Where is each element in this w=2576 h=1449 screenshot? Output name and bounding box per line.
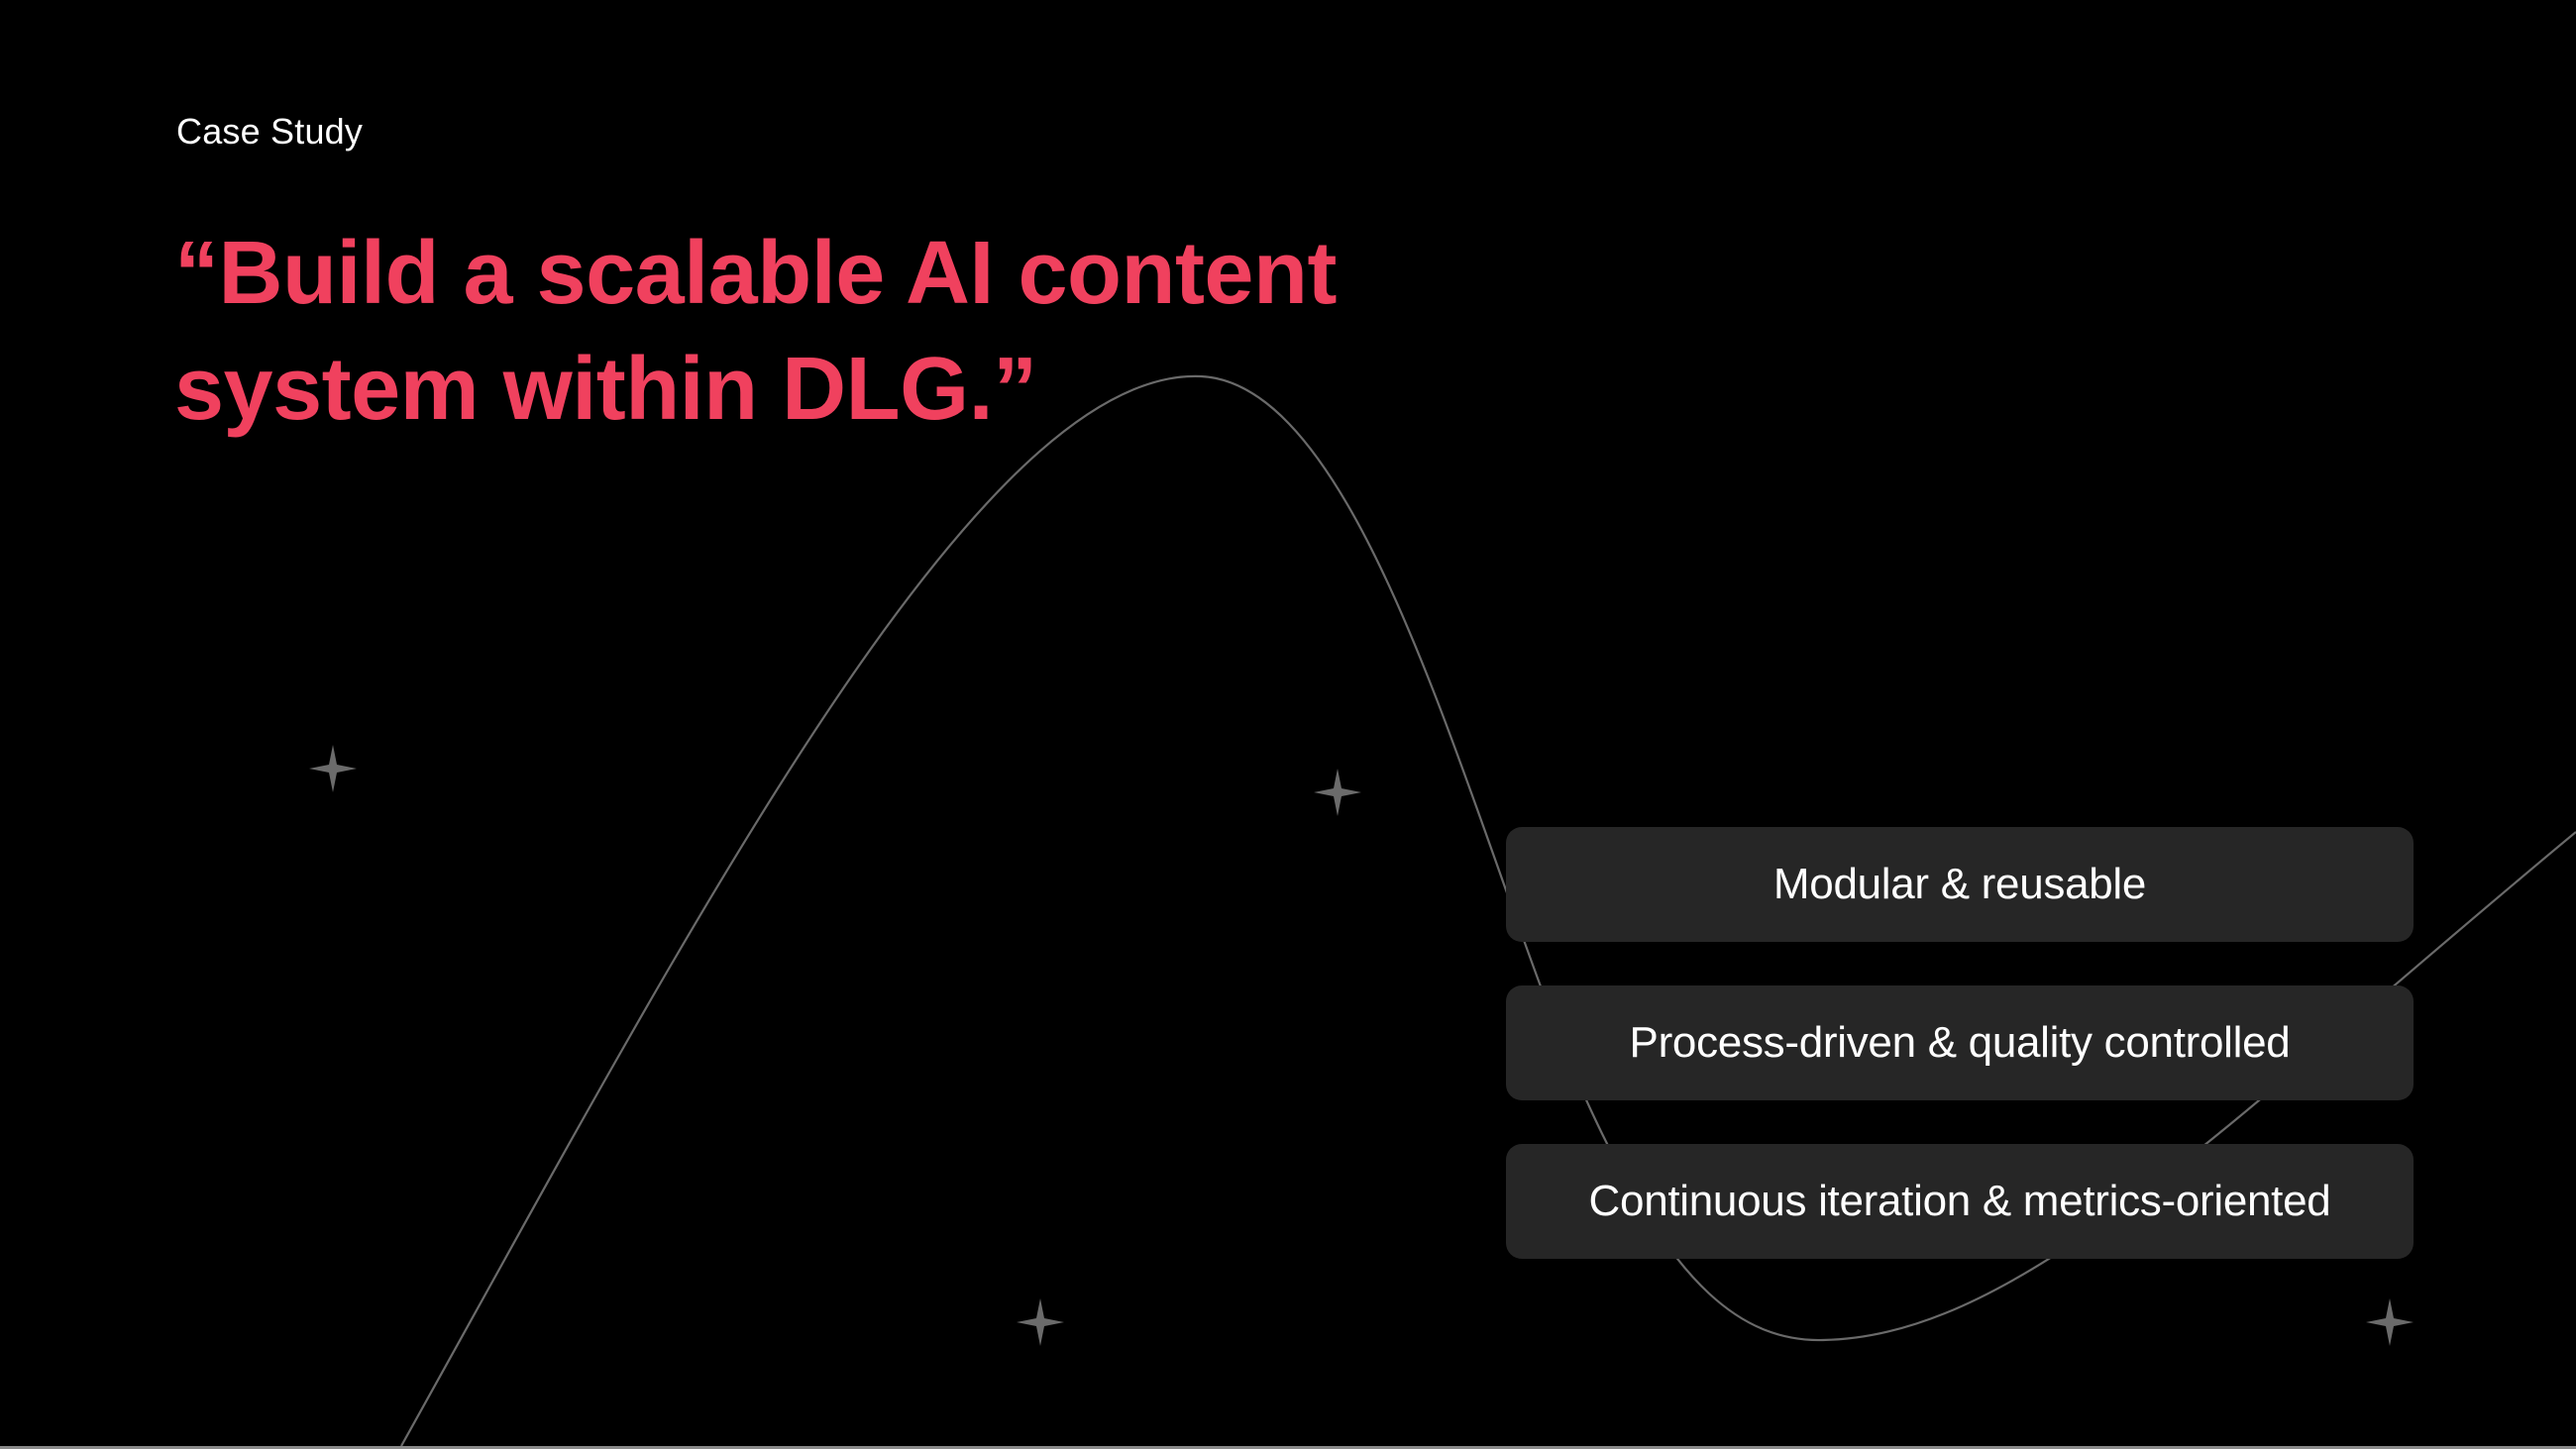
feature-card-label: Continuous iteration & metrics-oriented [1588,1177,2331,1225]
sparkle-icon [309,745,357,792]
sparkle-icon [1017,1298,1064,1346]
wave-curve [400,374,2576,1447]
headline-quote: “Build a scalable AI content system with… [174,224,1337,439]
section-label: Case Study [176,111,364,152]
feature-card-iteration: Continuous iteration & metrics-oriented [1506,1144,2414,1259]
sparkle-icon [2366,1298,2414,1346]
sparkle-icon [1314,769,1361,816]
feature-card-process: Process-driven & quality controlled [1506,985,2414,1100]
feature-card-modular: Modular & reusable [1506,827,2414,942]
feature-card-label: Modular & reusable [1772,860,2147,908]
bottom-divider [0,1446,2576,1449]
feature-card-label: Process-driven & quality controlled [1629,1018,2291,1067]
